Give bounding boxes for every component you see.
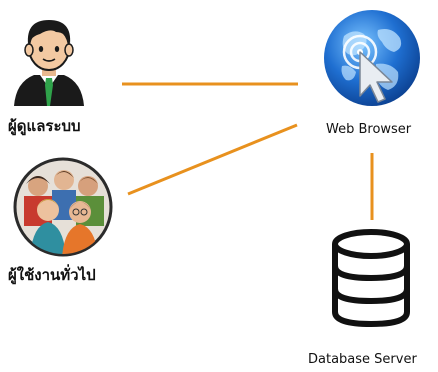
database-icon (332, 229, 410, 328)
user-group-icon (13, 157, 113, 257)
edge-users-browser (127, 123, 298, 196)
web-browser-icon (324, 10, 420, 106)
users-label: ผู้ใช้งานทั่วไป (8, 266, 96, 284)
database-server-label: Database Server (308, 352, 417, 367)
admin-user-icon (14, 20, 84, 106)
web-browser-label: Web Browser (326, 122, 412, 137)
admin-label: ผู้ดูแลระบบ (8, 117, 81, 135)
